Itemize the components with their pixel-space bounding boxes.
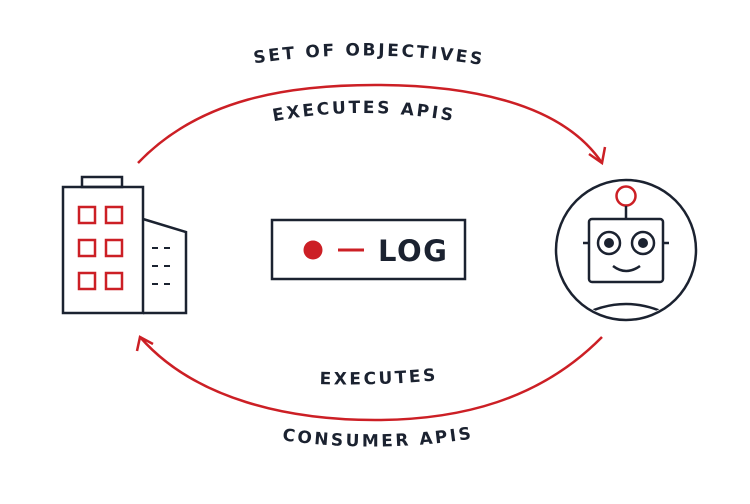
- label-consumer-apis: CONSUMER APIS: [281, 424, 474, 452]
- top-arrow: [137, 83, 607, 166]
- label-executes: EXECUTES: [319, 365, 438, 389]
- top-arrowhead-icon: [588, 146, 607, 166]
- log-indicator: LOG: [270, 218, 467, 281]
- bottom-arrowhead-icon: [135, 335, 154, 352]
- log-record-dot-icon: [303, 240, 323, 260]
- robot-face-icon: [554, 178, 698, 322]
- bottom-arrow: [135, 335, 603, 422]
- label-set-of-objectives: SET OF OBJECTIVES: [252, 40, 486, 70]
- office-building-icon: [61, 175, 188, 315]
- log-label: LOG: [378, 234, 448, 268]
- top-arrow-curve: [137, 83, 604, 164]
- building-annex-windows: [152, 247, 170, 285]
- building-windows: [77, 205, 124, 291]
- label-executes-apis: EXECUTES APIS: [271, 98, 457, 126]
- bottom-arrow-curve: [139, 336, 603, 422]
